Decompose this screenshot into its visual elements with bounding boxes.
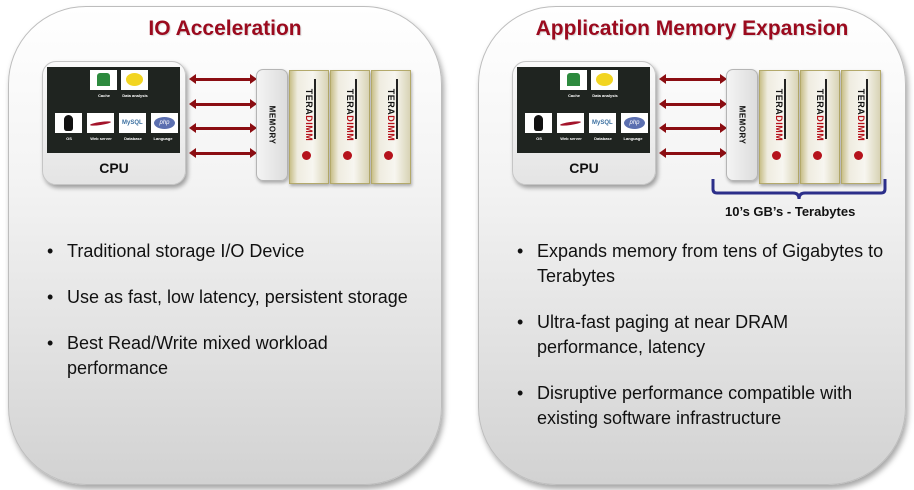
bidirectional-arrow-icon — [659, 74, 727, 84]
io-acceleration-panel: IO Acceleration Cache Data analysis OS W… — [8, 6, 442, 485]
dimm-label: TERADIMM — [386, 88, 396, 142]
bidirectional-arrow-icon — [659, 99, 727, 109]
teradimm-module: TERADIMM — [841, 70, 881, 184]
teradimm-module: TERADIMM — [800, 70, 840, 184]
apache-feather-icon — [557, 113, 584, 133]
diablo-logo-icon — [813, 151, 822, 160]
feature-item: Ultra-fast paging at near DRAM performan… — [515, 310, 885, 360]
cache-icon — [560, 70, 587, 90]
hadoop-elephant-icon — [591, 70, 618, 90]
diablo-logo-icon — [302, 151, 311, 160]
memory-label: MEMORY — [737, 105, 747, 145]
diablo-logo-icon — [343, 151, 352, 160]
memory-block: MEMORY — [726, 69, 758, 181]
teradimm-module: TERADIMM — [371, 70, 411, 184]
bidirectional-arrow-icon — [189, 148, 257, 158]
dimm-label: TERADIMM — [304, 88, 314, 142]
linux-penguin-icon — [525, 113, 552, 133]
feature-list: Traditional storage I/O Device Use as fa… — [45, 239, 425, 402]
app-label: OS — [66, 136, 72, 141]
feature-item: Best Read/Write mixed workload performan… — [45, 331, 425, 381]
php-icon: php — [151, 113, 178, 133]
feature-list: Expands memory from tens of Gigabytes to… — [515, 239, 885, 452]
feature-item: Disruptive performance compatible with e… — [515, 381, 885, 431]
feature-item: Traditional storage I/O Device — [45, 239, 425, 264]
teradimm-module: TERADIMM — [330, 70, 370, 184]
application-memory-expansion-panel: Application Memory Expansion Cache Data … — [478, 6, 906, 485]
app-label: Cache — [567, 93, 580, 98]
cpu-app-screen: Cache Data analysis OS Web server MySQL … — [517, 67, 650, 153]
mysql-icon: MySQL — [589, 113, 616, 133]
app-label: Database — [124, 136, 142, 141]
cpu-label: CPU — [569, 160, 599, 176]
app-label: Data analysis — [122, 93, 148, 98]
feature-item: Use as fast, low latency, persistent sto… — [45, 285, 425, 310]
linux-penguin-icon — [55, 113, 82, 133]
app-label: OS — [536, 136, 542, 141]
cpu-label: CPU — [99, 160, 129, 176]
bidirectional-arrow-icon — [189, 123, 257, 133]
app-label: Language — [153, 136, 173, 141]
capacity-label: 10’s GB’s - Terabytes — [725, 204, 856, 219]
feature-item: Expands memory from tens of Gigabytes to… — [515, 239, 885, 289]
app-label: Database — [594, 136, 612, 141]
teradimm-module: TERADIMM — [759, 70, 799, 184]
php-icon: php — [621, 113, 648, 133]
apache-feather-icon — [87, 113, 114, 133]
memory-block: MEMORY — [256, 69, 288, 181]
panel-title: Application Memory Expansion — [535, 17, 849, 40]
app-label: Cache — [97, 93, 110, 98]
diablo-logo-icon — [772, 151, 781, 160]
dimm-label: TERADIMM — [815, 88, 825, 142]
cpu-block: Cache Data analysis OS Web server MySQL … — [512, 61, 656, 185]
cpu-block: Cache Data analysis OS Web server MySQL … — [42, 61, 186, 185]
bidirectional-arrow-icon — [659, 148, 727, 158]
hadoop-elephant-icon — [121, 70, 148, 90]
dimm-label: TERADIMM — [774, 88, 784, 142]
teradimm-module: TERADIMM — [289, 70, 329, 184]
app-label: Language — [623, 136, 643, 141]
diablo-logo-icon — [384, 151, 393, 160]
app-label: Data analysis — [592, 93, 618, 98]
dimm-label: TERADIMM — [345, 88, 355, 142]
cache-icon — [90, 70, 117, 90]
app-label: Web server — [560, 136, 582, 141]
bidirectional-arrow-icon — [189, 99, 257, 109]
dimm-label: TERADIMM — [856, 88, 866, 142]
memory-label: MEMORY — [267, 105, 277, 145]
panel-title: IO Acceleration — [148, 17, 302, 40]
brace-icon — [711, 179, 887, 200]
app-label: Web server — [90, 136, 112, 141]
bidirectional-arrow-icon — [189, 74, 257, 84]
cpu-app-screen: Cache Data analysis OS Web server MySQL … — [47, 67, 180, 153]
bidirectional-arrow-icon — [659, 123, 727, 133]
mysql-icon: MySQL — [119, 113, 146, 133]
diablo-logo-icon — [854, 151, 863, 160]
